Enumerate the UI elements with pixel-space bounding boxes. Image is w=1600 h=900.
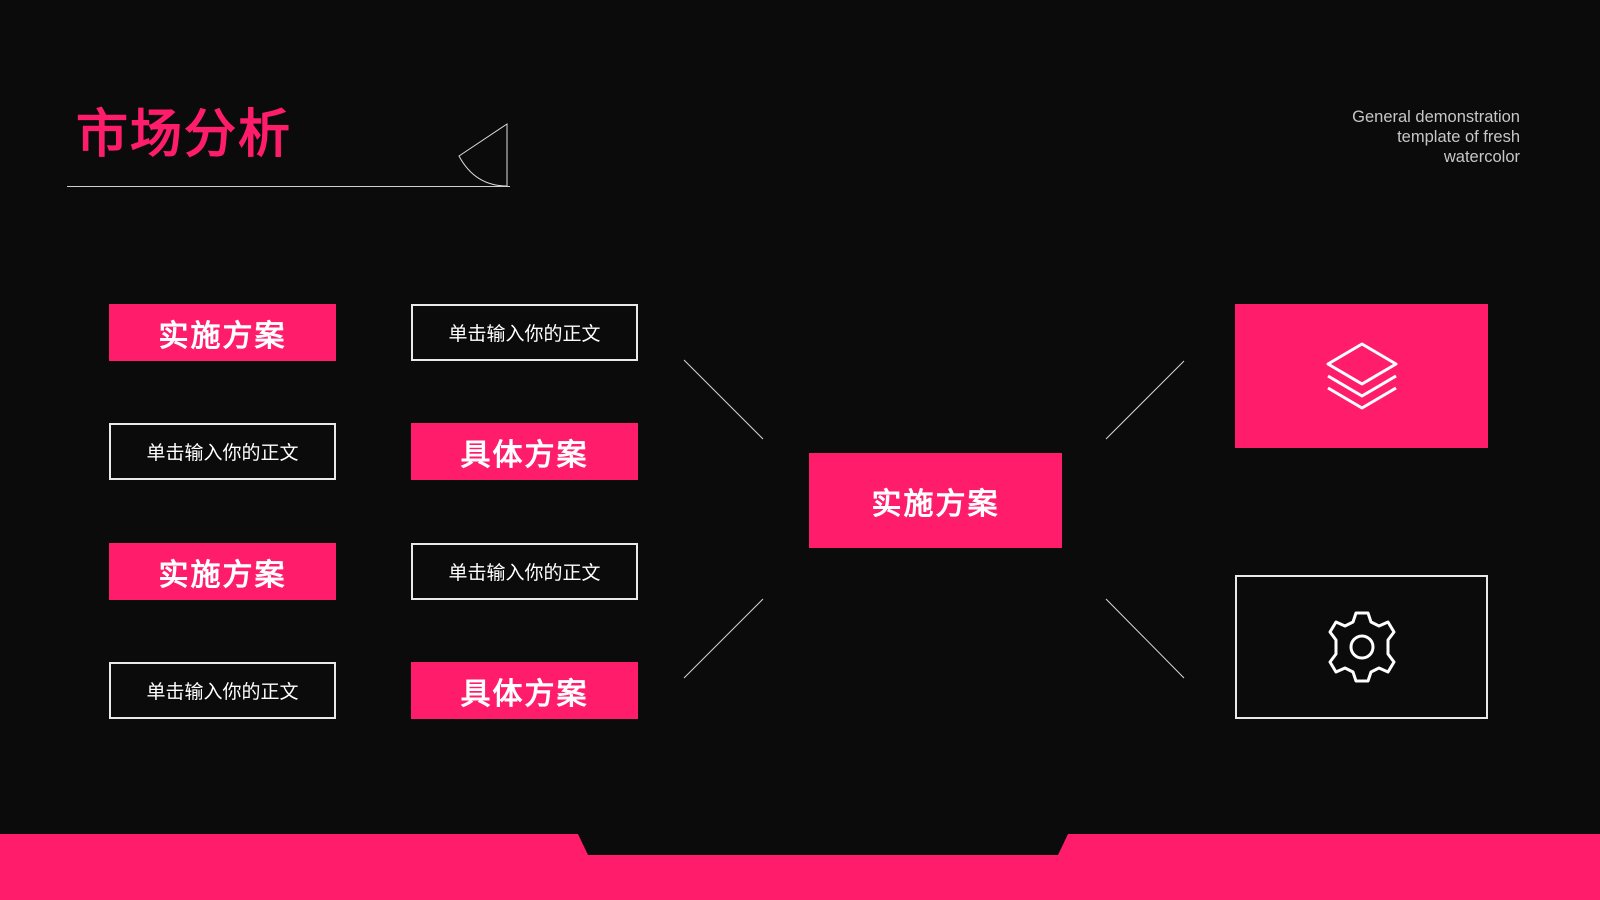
title-underline: [67, 186, 510, 187]
layers-icon: [1326, 342, 1397, 410]
left-box-4[interactable]: 单击输入你的正文: [109, 662, 336, 719]
connector-line: [683, 598, 764, 679]
middle-box-4[interactable]: 具体方案: [411, 662, 638, 719]
left-box-2[interactable]: 单击输入你的正文: [109, 423, 336, 480]
left-box-1[interactable]: 实施方案: [109, 304, 336, 361]
connector-line: [683, 359, 764, 440]
center-box[interactable]: 实施方案: [809, 453, 1062, 548]
title-decoration: [458, 123, 508, 187]
gear-icon: [1328, 611, 1395, 683]
middle-box-2[interactable]: 具体方案: [411, 423, 638, 480]
subtitle-line: General demonstration: [1352, 108, 1520, 126]
middle-box-3[interactable]: 单击输入你的正文: [411, 543, 638, 600]
middle-box-1[interactable]: 单击输入你的正文: [411, 304, 638, 361]
settings-card[interactable]: [1235, 575, 1488, 719]
connector-line: [1105, 598, 1185, 679]
subtitle-line: template of fresh: [1397, 128, 1520, 146]
connector-line: [1105, 360, 1185, 440]
left-box-3[interactable]: 实施方案: [109, 543, 336, 600]
subtitle-line: watercolor: [1443, 148, 1520, 166]
layers-card[interactable]: [1235, 304, 1488, 448]
page-title: 市场分析: [76, 105, 293, 165]
bottom-bar: [0, 834, 1600, 900]
subtitle: General demonstration template of fresh …: [1260, 107, 1520, 167]
